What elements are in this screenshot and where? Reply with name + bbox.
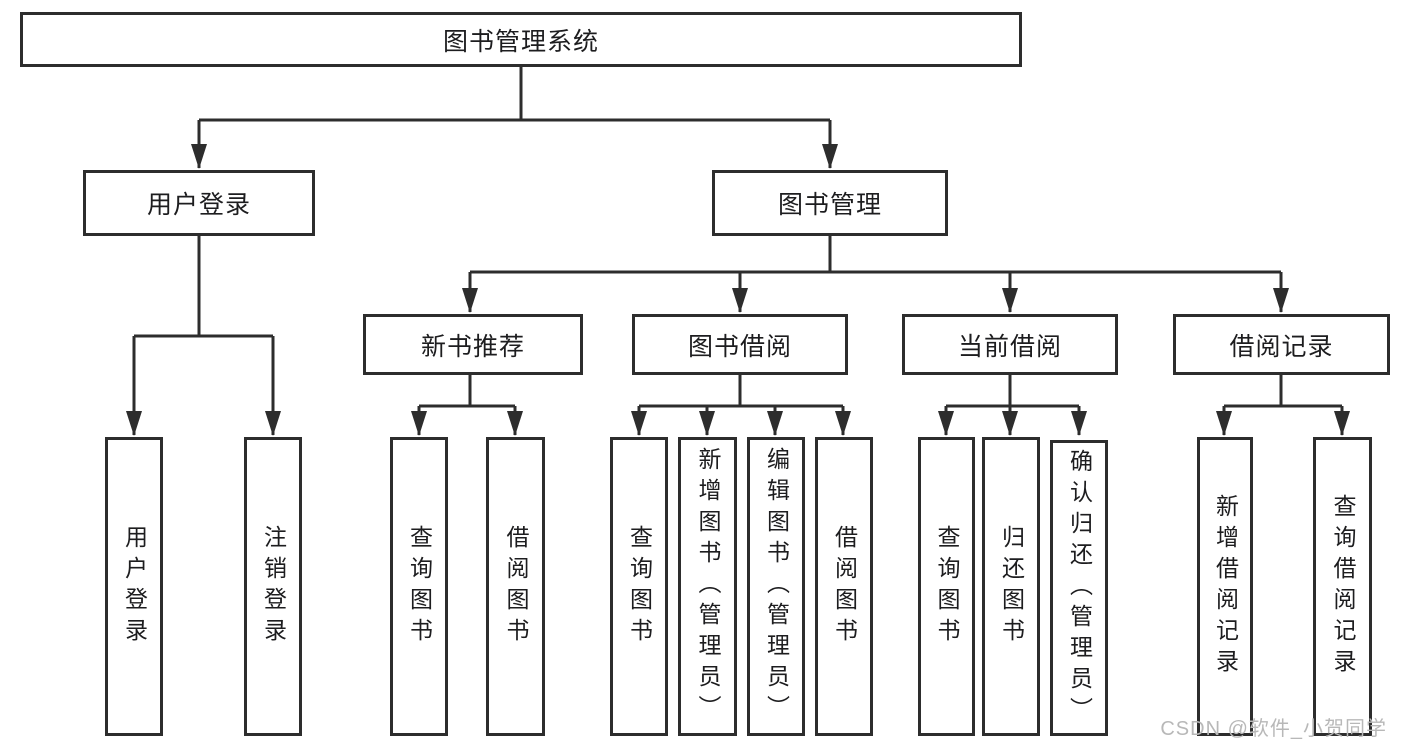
- leaf-borrow-books: 借阅图书: [486, 437, 545, 736]
- node-book-management: 图书管理: [712, 170, 948, 236]
- leaf-add-borrow-record: 新增借阅记录: [1197, 437, 1253, 736]
- node-label: 借阅记录: [1229, 332, 1334, 361]
- node-label: 当前借阅: [957, 332, 1062, 361]
- leaf-borrow-books-2: 借阅图书: [815, 437, 873, 736]
- leaf-confirm-return-admin: 确认归还（管理员）: [1050, 440, 1108, 736]
- node-label: 新增图书（管理员）: [695, 447, 721, 726]
- node-library-management-system: 图书管理系统: [20, 12, 1022, 67]
- node-label: 图书借阅: [687, 332, 792, 361]
- node-label: 借阅图书: [831, 524, 858, 649]
- node-current-borrowing: 当前借阅: [902, 314, 1118, 375]
- leaf-add-books-admin: 新增图书（管理员）: [678, 437, 737, 736]
- node-label: 查询图书: [406, 524, 433, 649]
- leaf-query-books: 查询图书: [390, 437, 448, 736]
- node-new-book-recommendation: 新书推荐: [363, 314, 583, 375]
- leaf-query-borrow-record: 查询借阅记录: [1313, 437, 1372, 736]
- node-label: 查询借阅记录: [1330, 493, 1356, 680]
- leaf-logout: 注销登录: [244, 437, 302, 736]
- node-label: 确认归还（管理员）: [1066, 448, 1093, 728]
- leaf-edit-books-admin: 编辑图书（管理员）: [747, 437, 805, 736]
- leaf-query-books-2: 查询图书: [610, 437, 668, 736]
- node-label: 编辑图书（管理员）: [763, 447, 790, 726]
- watermark: CSDN @软件_小贺同学: [1160, 718, 1387, 740]
- node-label: 图书管理系统: [442, 27, 599, 56]
- leaf-return-books: 归还图书: [982, 437, 1040, 736]
- node-label: 注销登录: [260, 524, 287, 649]
- node-user-login: 用户登录: [83, 170, 315, 236]
- node-label: 查询图书: [626, 524, 653, 649]
- node-borrowing-records: 借阅记录: [1173, 314, 1390, 375]
- node-label: 用户登录: [146, 191, 251, 219]
- node-label: 用户登录: [121, 524, 148, 649]
- node-label: 借阅图书: [503, 524, 529, 649]
- node-label: 新书推荐: [420, 332, 525, 361]
- leaf-query-books-3: 查询图书: [918, 437, 975, 736]
- node-book-borrowing: 图书借阅: [632, 314, 848, 375]
- connector-path: [132, 66, 1344, 435]
- node-label: 新增借阅记录: [1212, 493, 1239, 680]
- leaf-user-login: 用户登录: [105, 437, 163, 736]
- node-label: 图书管理: [777, 191, 882, 219]
- node-label: 归还图书: [998, 524, 1025, 649]
- node-label: 查询图书: [934, 524, 960, 649]
- arrowheads: [126, 144, 1350, 436]
